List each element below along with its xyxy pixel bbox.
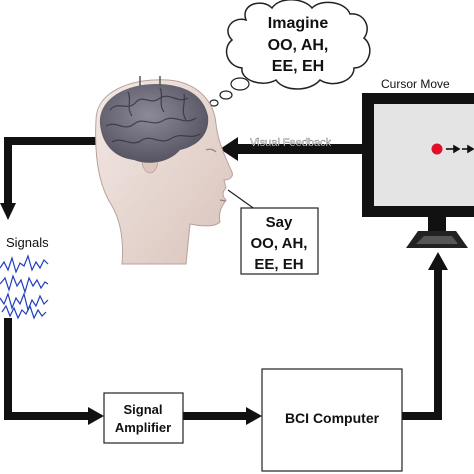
thought-bubble: Imagine OO, AH, EE, EH xyxy=(209,0,371,107)
visual-feedback-label: Visual Feedback xyxy=(250,137,332,149)
thought-line-2: OO, AH, xyxy=(268,37,329,54)
amplifier-line-1: Signal xyxy=(123,402,162,417)
cursor-dot xyxy=(431,143,443,155)
monitor-screen xyxy=(374,104,474,206)
mouth xyxy=(219,199,227,202)
monitor: Cursor Move xyxy=(362,77,474,248)
arrow-head-left-head xyxy=(220,137,238,161)
speech-box: Say OO, AH, EE, EH xyxy=(227,189,319,275)
signal-amplifier-box: Signal Amplifier xyxy=(103,392,184,444)
computer-to-monitor-line xyxy=(402,268,442,420)
cursor-move-arrows xyxy=(446,144,474,154)
brain-folds xyxy=(105,87,201,144)
amplifier-line-2: Amplifier xyxy=(115,420,171,435)
speech-frame xyxy=(240,207,319,275)
speech-line-1: Say xyxy=(266,214,293,231)
bci-computer-box: BCI Computer xyxy=(261,368,403,472)
arrow-head-right-computer xyxy=(246,407,262,425)
head-illustration xyxy=(95,76,233,265)
thought-line-3: EE, EH xyxy=(272,58,324,75)
monitor-neck xyxy=(428,217,446,231)
thought-line-1: Imagine xyxy=(268,15,329,32)
signals-label: Signals xyxy=(6,235,49,250)
eeg-signal-traces xyxy=(0,254,49,320)
arrow-head-right-amplifier xyxy=(88,407,104,425)
monitor-caption: Cursor Move xyxy=(381,77,450,91)
speech-pointer xyxy=(227,189,257,211)
arrow-head-up-monitor xyxy=(428,252,448,270)
bci-computer-label: BCI Computer xyxy=(285,410,380,426)
signal-line-left xyxy=(4,318,92,420)
eye xyxy=(205,148,217,153)
feedback-line-left-top xyxy=(4,137,100,205)
speech-line-3: EE, EH xyxy=(254,256,303,273)
speech-line-2: OO, AH, xyxy=(251,235,308,252)
arrow-head-down-signals xyxy=(0,203,16,220)
